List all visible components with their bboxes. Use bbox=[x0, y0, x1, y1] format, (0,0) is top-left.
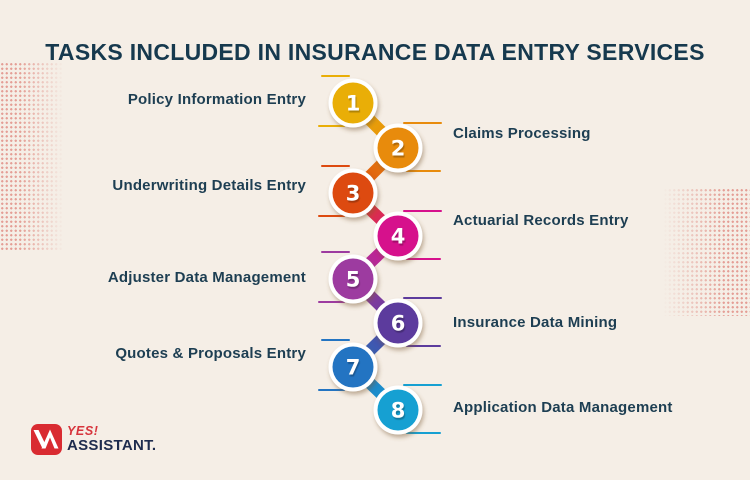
step-circle-7: 7 bbox=[328, 342, 378, 392]
step-circle-8: 8 bbox=[373, 385, 423, 435]
step-label-1: Policy Information Entry bbox=[127, 91, 306, 108]
step-label-4: Actuarial Records Entry bbox=[453, 212, 629, 229]
dot-grid-left-decoration bbox=[0, 62, 64, 252]
step-number: 8 bbox=[391, 399, 406, 423]
step-label-5: Adjuster Data Management bbox=[107, 269, 306, 286]
step-number: 3 bbox=[346, 182, 361, 206]
step-number: 6 bbox=[391, 312, 406, 336]
brand-name-bottom: ASSISTANT. bbox=[67, 437, 157, 454]
step-number: 7 bbox=[346, 356, 361, 380]
brand-logo-icon bbox=[31, 424, 62, 455]
accent-line-layer bbox=[318, 75, 442, 434]
step-number: 1 bbox=[346, 92, 361, 116]
page-title: TASKS INCLUDED IN INSURANCE DATA ENTRY S… bbox=[45, 39, 705, 66]
brand-logo: YES! ASSISTANT. bbox=[31, 424, 156, 455]
step-circle-2: 2 bbox=[373, 123, 423, 173]
circle-layer: 1 2 3 4 5 6 7 8 bbox=[328, 78, 423, 435]
step-label-2: Claims Processing bbox=[453, 125, 591, 142]
step-label-7: Quotes & Proposals Entry bbox=[115, 345, 306, 362]
step-circle-1: 1 bbox=[328, 78, 378, 128]
step-number: 2 bbox=[391, 137, 406, 161]
dot-grid-right-decoration bbox=[663, 188, 750, 316]
step-circle-6: 6 bbox=[373, 298, 423, 348]
brand-logo-text: YES! ASSISTANT. bbox=[67, 425, 156, 454]
step-number: 4 bbox=[391, 225, 406, 249]
step-label-3: Underwriting Details Entry bbox=[112, 177, 306, 194]
step-label-8: Application Data Management bbox=[453, 399, 673, 416]
step-circle-3: 3 bbox=[328, 168, 378, 218]
step-circle-4: 4 bbox=[373, 211, 423, 261]
brand-name-top: YES! bbox=[67, 424, 99, 438]
step-label-6: Insurance Data Mining bbox=[453, 314, 618, 331]
step-circle-5: 5 bbox=[328, 254, 378, 304]
step-number: 5 bbox=[346, 268, 361, 292]
